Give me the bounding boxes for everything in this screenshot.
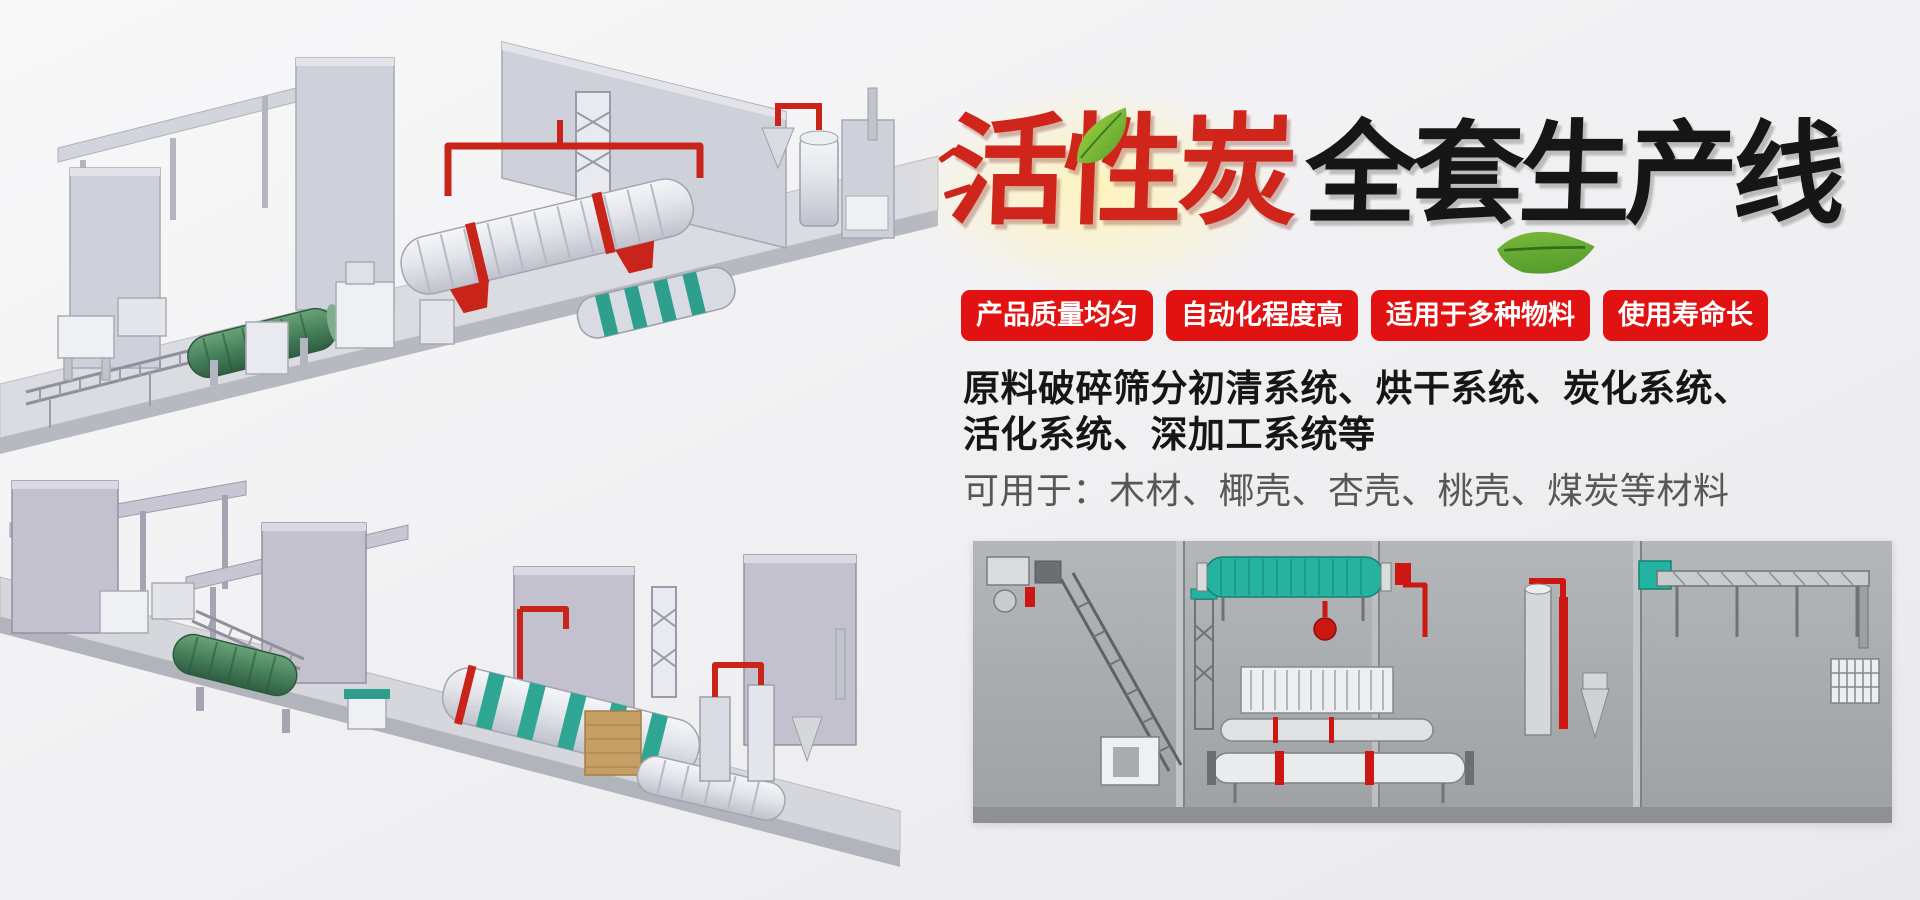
description-systems-line1: 原料破碎筛分初清系统、烘干系统、炭化系统、: [963, 368, 1751, 409]
feature-badges: 产品质量均匀 自动化程度高 适用于多种物料 使用寿命长: [961, 290, 1768, 341]
description-materials: 可用于：木材、椰壳、杏壳、桃壳、煤炭等材料: [963, 470, 1730, 511]
machinery-illustration: [0, 41, 939, 454]
feature-badge-automation: 自动化程度高: [1166, 290, 1358, 341]
description-systems-line2: 活化系统、深加工系统等: [963, 413, 1376, 455]
leaf-icon: [1076, 107, 1127, 164]
feature-badge-quality: 产品质量均匀: [961, 290, 1153, 341]
feature-badge-lifespan: 使用寿命长: [1603, 290, 1768, 341]
production-line-render-top: [0, 0, 943, 466]
feature-badge-materials: 适用于多种物料: [1371, 290, 1590, 341]
machinery-illustration: [973, 541, 1892, 823]
machinery-illustration: [0, 480, 901, 867]
equipment-layout-render: [973, 541, 1892, 823]
description-systems: 原料破碎筛分初清系统、烘干系统、炭化系统、 活化系统、深加工系统等: [963, 366, 1751, 458]
leaf-icon: [1497, 231, 1595, 274]
production-line-render-bottom: [0, 459, 906, 900]
title-rest: 全套生产线: [1302, 112, 1843, 237]
